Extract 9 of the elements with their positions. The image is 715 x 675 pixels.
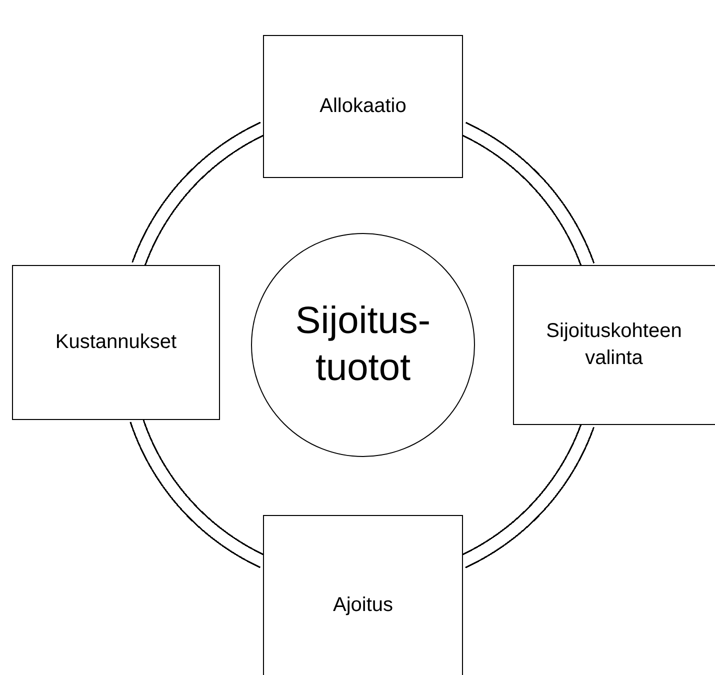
- box-label: Allokaatio: [320, 94, 406, 119]
- box-label: Sijoituskohteen valinta: [545, 319, 683, 371]
- topic-box: [513, 265, 715, 425]
- center-label: Sijoitus- tuotot: [294, 298, 432, 391]
- topic-box: [12, 265, 220, 420]
- box-label: Kustannukset: [55, 330, 177, 355]
- box-label: Ajoitus: [332, 592, 394, 618]
- topic-box: [263, 515, 463, 675]
- topic-box: [263, 35, 463, 178]
